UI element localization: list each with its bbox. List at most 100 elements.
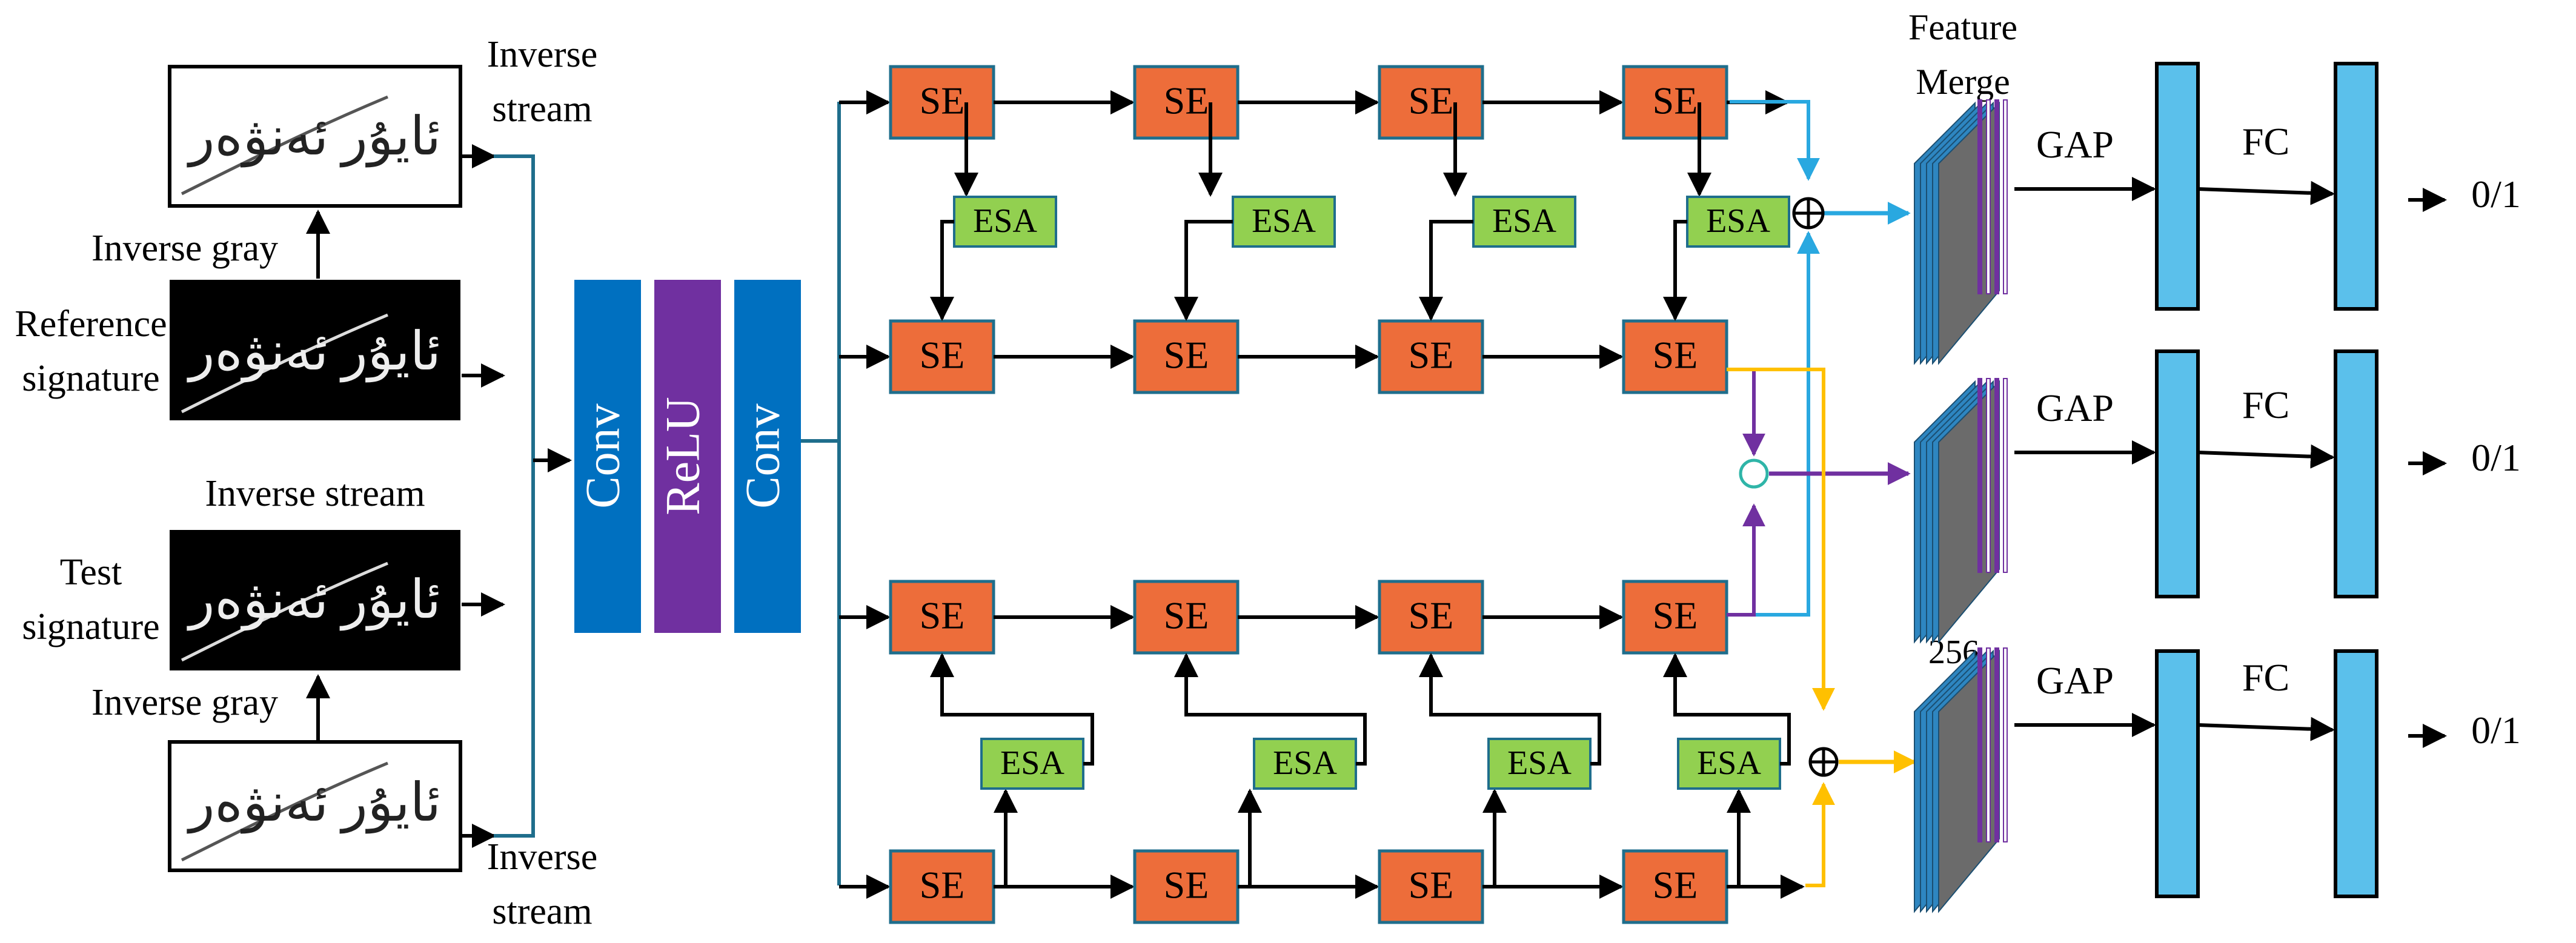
gap-label: GAP [2036,386,2114,429]
esa-block-top-2: ESA [1174,102,1336,321]
svg-text:SE: SE [1653,864,1698,907]
reference-signature-label: Reference signature [15,303,167,399]
inverse-gray-label-bottom: Inverse gray [91,682,278,723]
inverse-stream-label-bottom: Inverse stream [487,836,597,932]
feature-map-stacks [1914,99,2008,913]
fc-label: FC [2242,383,2289,426]
inverse-gray-label-top: Inverse gray [91,228,278,269]
se-block-reference-inverse-4: SE [1622,65,1728,140]
se-block-reference-1: SE [889,319,995,394]
se-block-test-2: SE [1133,580,1240,655]
fc-layer-1 [2155,649,2200,898]
reference-inverse-gray-image: ئايۇر ئەنۋەر [168,65,462,208]
svg-text:Reference: Reference [15,303,167,345]
se-block-test-3: SE [1378,580,1484,655]
fc-layer-2 [2334,62,2378,311]
gap-label: GAP [2036,659,2114,702]
esa-block-bottom-2: ESA [1174,653,1367,887]
svg-text:SE: SE [1409,594,1454,637]
svg-text:ESA: ESA [1000,744,1064,782]
se-block-test-4: SE [1622,580,1728,655]
se-block-reference-inverse-1: SE [889,65,995,140]
svg-text:ESA: ESA [1507,744,1572,782]
classifier-head-3: GAP FC 0/1 [2014,649,2521,898]
esa-block-top-1: ESA [930,102,1057,321]
esa-block-bottom-4: ESA [1663,653,1791,887]
svg-text:ReLU: ReLU [656,397,709,515]
svg-text:signature: signature [22,358,159,399]
output-label: 0/1 [2471,709,2521,752]
esa-block-bottom-3: ESA [1419,653,1601,887]
svg-text:ئايۇر ئەنۋەر: ئايۇر ئەنۋەر [187,323,441,383]
test-inverse-gray-image: ئايۇر ئەنۋەر [168,740,462,872]
fc-layer-2 [2334,649,2378,898]
se-block-test-inverse-4: SE [1622,849,1728,924]
esa-block-bottom-1: ESA [930,653,1094,887]
svg-text:SE: SE [1409,334,1454,377]
svg-text:ئايۇر ئەنۋەر: ئايۇر ئەنۋەر [187,774,441,834]
classifier-head-1: GAP FC 0/1 [2014,62,2521,311]
feature-stack-1 [1914,99,2008,365]
se-block-reference-inverse-3: SE [1378,65,1484,140]
merge-node-2 [1739,458,1769,489]
svg-text:SE: SE [1653,594,1698,637]
svg-text:Inverse: Inverse [487,836,597,878]
svg-text:SE: SE [920,594,965,637]
stem-output-bus [801,102,841,885]
svg-text:SE: SE [1164,594,1209,637]
svg-text:Feature: Feature [1908,7,2017,47]
svg-text:ESA: ESA [1492,202,1556,240]
fusion-lines [1727,100,1917,887]
se-block-reference-2: SE [1133,319,1240,394]
se-block-reference-3: SE [1378,319,1484,394]
fc-layer-1 [2155,62,2200,311]
conv-block-1: Conv [574,280,641,633]
svg-text:SE: SE [920,79,965,122]
svg-text:SE: SE [920,334,965,377]
svg-text:SE: SE [1164,334,1209,377]
output-label: 0/1 [2471,173,2521,216]
svg-text:ESA: ESA [1706,202,1770,240]
svg-text:Merge: Merge [1916,62,2010,102]
svg-text:stream: stream [492,891,592,932]
esa-block-top-3: ESA [1419,102,1576,321]
svg-text:ESA: ESA [973,202,1037,240]
se-block-test-1: SE [889,580,995,655]
se-block-reference-4: SE [1622,319,1728,394]
fc-layer-2 [2334,349,2378,598]
svg-text:SE: SE [1653,79,1698,122]
reference-signature-image: ئايۇر ئەنۋەر [170,280,460,420]
gap-label: GAP [2036,123,2114,166]
input-merge-lines [494,154,535,838]
test-signature-label: Test signature [22,552,159,647]
inverse-stream-label-top: Inverse stream [487,34,597,130]
svg-text:Conv: Conv [576,403,629,508]
svg-text:Test: Test [60,552,122,593]
svg-text:SE: SE [1164,864,1209,907]
fc-layer-1 [2155,349,2200,598]
fc-label: FC [2242,656,2289,699]
svg-text:ESA: ESA [1273,744,1337,782]
svg-text:ئايۇر ئەنۋەر: ئايۇر ئەنۋەر [187,571,441,631]
fc-label: FC [2242,120,2289,163]
svg-text:SE: SE [1409,79,1454,122]
svg-text:Conv: Conv [736,403,789,508]
test-signature-image: ئايۇر ئەنۋەر [170,530,460,670]
feature-stack-2 [1914,378,2008,644]
svg-text:Inverse: Inverse [487,34,597,75]
svg-text:SE: SE [1653,334,1698,377]
esa-block-top-4: ESA [1663,102,1790,321]
se-block-reference-inverse-2: SE [1133,65,1240,140]
svg-text:SE: SE [920,864,965,907]
feature-merge-label: Feature Merge [1908,7,2017,102]
svg-text:SE: SE [1164,79,1209,122]
se-block-test-inverse-2: SE [1133,849,1240,924]
conv-block-2: Conv [734,280,801,633]
feature-stack-3 [1914,647,2008,913]
svg-text:signature: signature [22,606,159,647]
svg-text:ئايۇر ئەنۋەر: ئايۇر ئەنۋەر [187,108,441,168]
